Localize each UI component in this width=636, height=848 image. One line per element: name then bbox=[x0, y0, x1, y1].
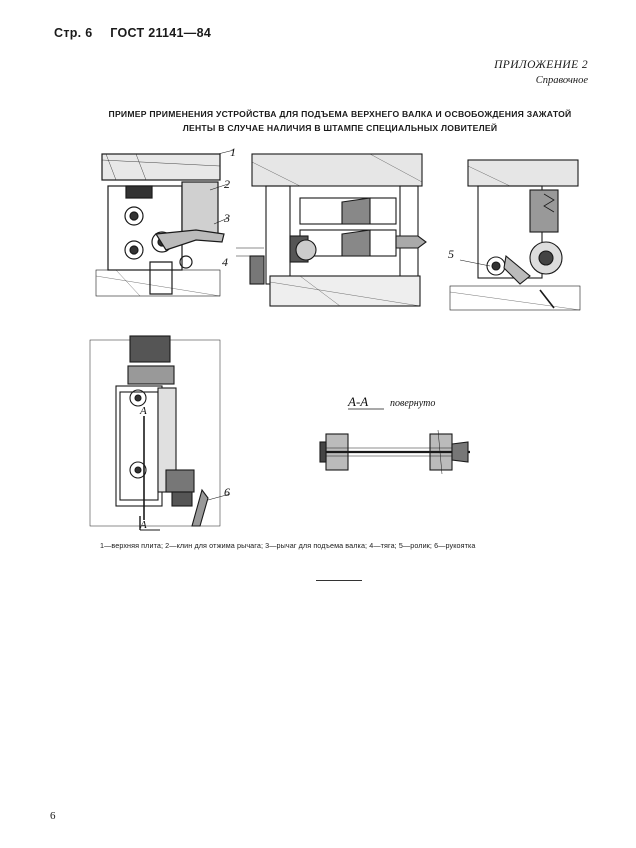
section-note: повернуто bbox=[390, 398, 435, 409]
callout-3: 3 bbox=[223, 211, 230, 225]
title-line-1: ПРИМЕР ПРИМЕНЕНИЯ УСТРОЙСТВА ДЛЯ ПОДЪЕМА… bbox=[108, 109, 572, 119]
figure-caption: 1—верхняя плита; 2—клин для отжима рычаг… bbox=[100, 541, 476, 550]
callout-2: 2 bbox=[224, 177, 230, 191]
document-title: ПРИМЕР ПРИМЕНЕНИЯ УСТРОЙСТВА ДЛЯ ПОДЪЕМА… bbox=[80, 107, 600, 135]
section-marker-bottom: А bbox=[139, 519, 147, 531]
callout-1: 1 bbox=[230, 145, 236, 159]
callout-6: 6 bbox=[224, 485, 230, 499]
drawing-front-view: 4 bbox=[222, 153, 427, 307]
standard-number: ГОСТ 21141—84 bbox=[110, 26, 212, 40]
drawing-side-view: 1 2 3 bbox=[95, 145, 236, 297]
drawing-plan-view: 6 А А bbox=[89, 335, 231, 531]
section-title: А-А bbox=[347, 394, 368, 409]
page-number: 6 bbox=[50, 810, 56, 822]
appendix-title: ПРИЛОЖЕНИЕ 2 bbox=[494, 59, 588, 71]
section-label: А-А повернуто bbox=[347, 394, 435, 410]
drawing-section-aa bbox=[319, 429, 470, 475]
callout-4: 4 bbox=[222, 255, 228, 269]
appendix-label: ПРИЛОЖЕНИЕ 2 Справочное bbox=[494, 58, 588, 88]
section-marker-top: А bbox=[139, 405, 147, 417]
caption-rule bbox=[316, 580, 362, 581]
page-label: Стр. 6 bbox=[54, 26, 93, 40]
page-header: Стр. 6 ГОСТ 21141—84 bbox=[54, 26, 211, 40]
appendix-subtitle: Справочное bbox=[535, 75, 588, 86]
drawing-right-view: 5 bbox=[448, 159, 581, 311]
callout-5: 5 bbox=[448, 247, 454, 261]
title-line-2: ЛЕНТЫ В СЛУЧАЕ НАЛИЧИЯ В ШТАМПЕ СПЕЦИАЛЬ… bbox=[182, 123, 498, 133]
